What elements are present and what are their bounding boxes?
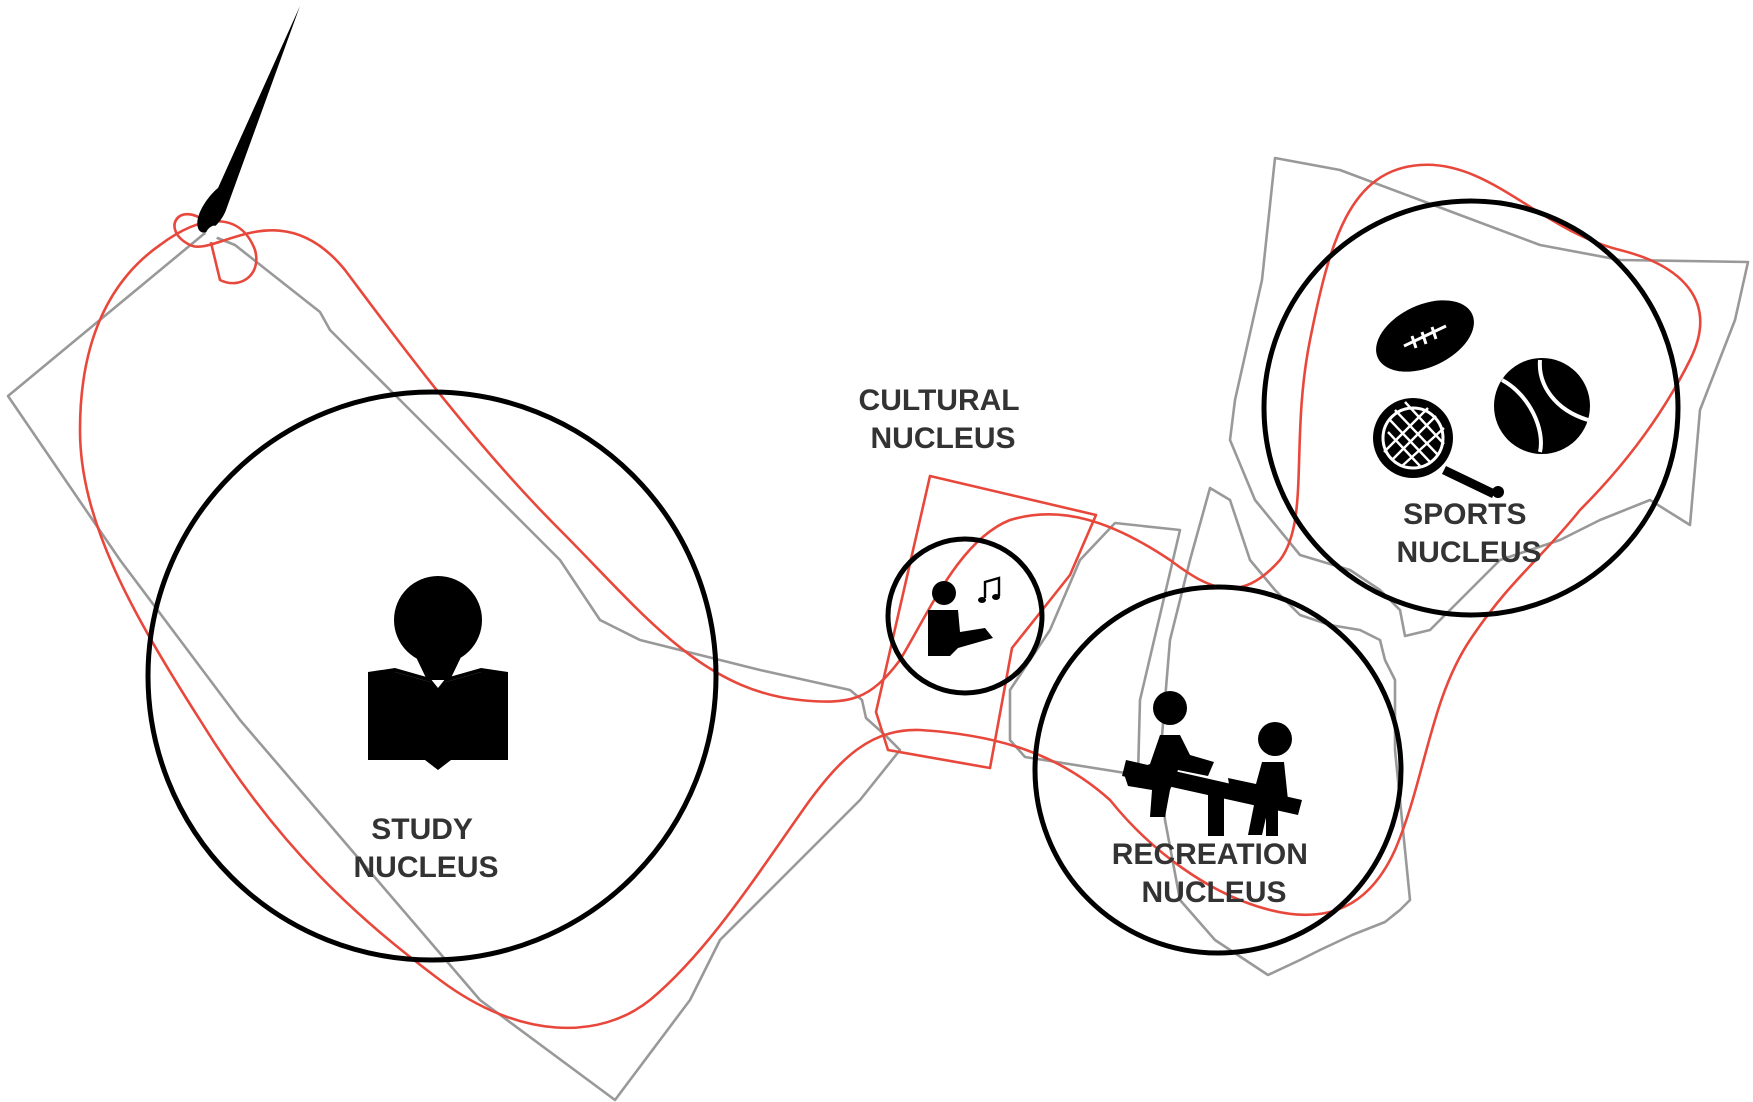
reading-person-icon	[368, 576, 508, 770]
nucleus-rings	[145, 198, 1681, 963]
needle-icon	[197, 6, 300, 243]
recreation-nucleus-label: RECREATION NUCLEUS	[1112, 838, 1316, 909]
performer-music-icon	[928, 576, 1001, 656]
study-label-line1: STUDY	[371, 813, 473, 846]
sports-label-line2: NUCLEUS	[1396, 536, 1541, 569]
study-nucleus-label: STUDY NUCLEUS	[353, 813, 498, 884]
study-label-line2: NUCLEUS	[353, 851, 498, 884]
sports-label-line1: SPORTS	[1403, 498, 1526, 531]
site-outline-east	[1158, 486, 1412, 977]
cultural-label-line1: CULTURAL	[859, 384, 1020, 417]
site-outline-west	[6, 231, 902, 1102]
sports-nucleus-ring	[1261, 198, 1681, 618]
cultural-nucleus-ring	[885, 536, 1045, 696]
table-game-icon	[1122, 691, 1302, 836]
sports-nucleus-label: SPORTS NUCLEUS	[1396, 498, 1541, 569]
recreation-nucleus-ring	[1032, 584, 1404, 956]
site-outline-northeast	[1228, 156, 1750, 638]
site-outline	[6, 156, 1750, 1102]
red-thread	[78, 163, 1702, 1030]
recreation-label-line1: RECREATION	[1112, 838, 1308, 871]
site-outline-center	[1008, 521, 1182, 777]
cultural-nucleus-label: CULTURAL NUCLEUS	[859, 384, 1028, 455]
study-nucleus-ring	[145, 389, 719, 963]
sports-balls-icon	[1373, 300, 1590, 498]
recreation-label-line2: NUCLEUS	[1141, 876, 1286, 909]
cultural-plot-outline	[874, 474, 1098, 770]
cultural-label-line2: NUCLEUS	[870, 422, 1015, 455]
